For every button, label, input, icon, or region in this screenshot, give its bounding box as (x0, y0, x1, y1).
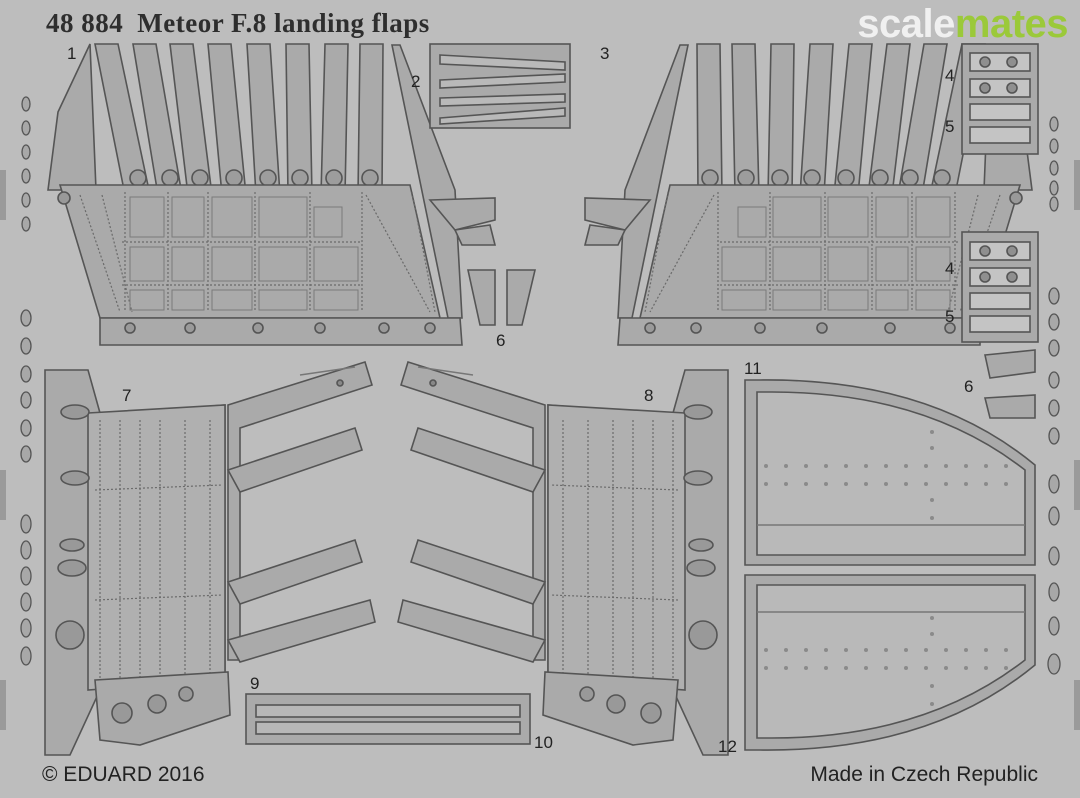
part-label-4: 4 (945, 66, 955, 85)
part-label-12: 12 (718, 737, 737, 756)
part-label-10: 10 (534, 733, 553, 752)
part-6-brackets (467, 269, 1036, 419)
copyright-text: © EDUARD 2016 (42, 763, 205, 786)
part-label-1: 1 (67, 44, 77, 63)
part-label-2: 2 (411, 72, 421, 91)
part-label-5: 5 (945, 117, 955, 136)
part-label-4b: 4 (945, 259, 955, 278)
part-label-9: 9 (250, 674, 260, 693)
part-label-6b: 6 (964, 377, 974, 396)
part-label-5b: 5 (945, 307, 955, 326)
watermark-part2: mates (954, 2, 1069, 46)
part-label-11: 11 (744, 359, 762, 378)
fret-edge-tabs (0, 160, 1080, 730)
part-label-8: 8 (644, 386, 654, 405)
origin-text: Made in Czech Republic (810, 763, 1038, 786)
part-label-6: 6 (496, 331, 506, 350)
title-text: Meteor F.8 landing flaps (137, 8, 430, 38)
part-2-strips (429, 43, 571, 129)
parts-9-10-rails (245, 693, 531, 745)
sprue-drop-marks (20, 96, 1061, 675)
watermark-part1: scale (857, 2, 955, 46)
parts-11-12-cover-panels (744, 379, 1036, 751)
parts-4-5-hinge-plates (961, 43, 1039, 343)
catalog-number: 48 884 (46, 8, 124, 38)
part-label-3: 3 (600, 44, 610, 63)
part-label-7: 7 (122, 386, 132, 405)
watermark-logo: scalemates (857, 2, 1068, 47)
sheet-title: 48 884 Meteor F.8 landing flaps (46, 8, 430, 39)
